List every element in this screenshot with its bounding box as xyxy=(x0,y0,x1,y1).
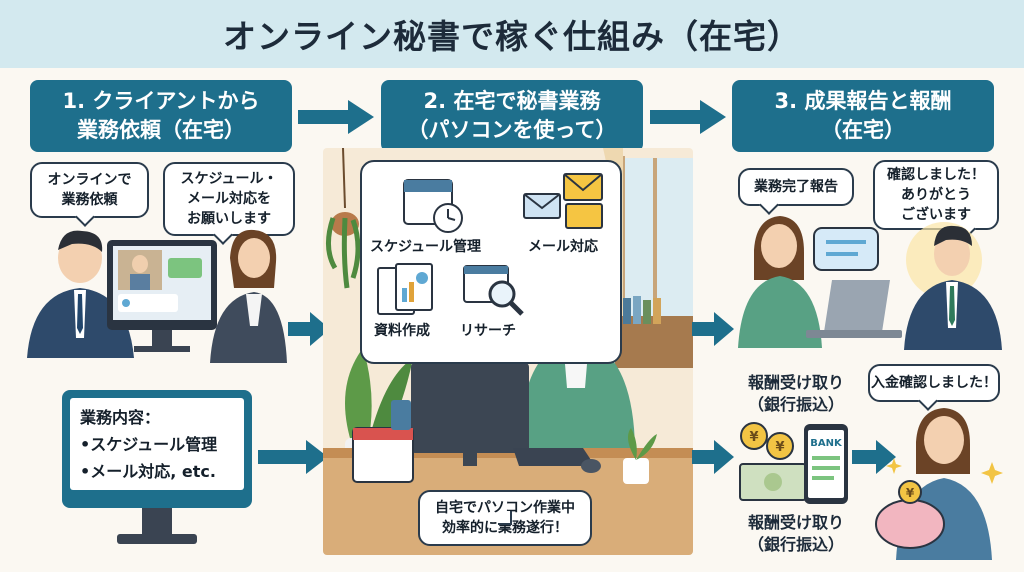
bubble-line: 業務完了報告 xyxy=(754,179,838,195)
yen-symbol: ¥ xyxy=(775,440,784,455)
bubble-line: 確認しました！ xyxy=(887,167,985,183)
step-2-header: 2. 在宅で秘書業務 （パソコンを使って） xyxy=(381,80,643,152)
payment-label-line: 報酬受け取り xyxy=(747,373,844,392)
bubble-line: お願いします xyxy=(187,211,271,227)
payment-label-bottom: 報酬受け取り （銀行振込） xyxy=(736,512,856,556)
bubble-line: ありがとう xyxy=(901,187,971,203)
monitor-stand-icon xyxy=(117,508,197,544)
bubble-line: 入金確認しました！ xyxy=(871,375,997,391)
document-chart-icon xyxy=(377,263,433,315)
payment-label-line: （銀行振込） xyxy=(747,395,844,414)
payment-label-top: 報酬受け取り （銀行振込） xyxy=(736,372,856,416)
bubble-line: オンラインで xyxy=(47,172,132,188)
step-1-header: 1. クライアントから 業務依頼（在宅） xyxy=(30,80,292,152)
magnifier-icon xyxy=(463,265,524,316)
arrow-right-icon xyxy=(258,440,328,474)
arrow-right-icon xyxy=(852,440,896,474)
task-label-schedule: スケジュール管理 xyxy=(370,239,482,255)
arrow-right-icon xyxy=(692,312,734,346)
tasks-bubble: スケジュール管理 メール対応 資料作成 リサーチ xyxy=(360,160,622,364)
page-title: オンライン秘書で稼ぐ仕組み（在宅） xyxy=(0,0,1024,68)
monitor-screen: 業務内容： •スケジュール管理 •メール対応, etc. xyxy=(70,398,244,490)
bubble-line: 自宅でパソコン作業中 xyxy=(435,500,575,516)
bubble-line: 業務依頼 xyxy=(61,192,118,208)
task-list-item: •メール対応, etc. xyxy=(80,462,216,481)
bubble-line: メール対応を xyxy=(187,191,271,207)
payment-label-line: （銀行振込） xyxy=(747,535,844,554)
arrow-right-icon xyxy=(298,100,374,134)
task-label-research: リサーチ xyxy=(460,323,516,339)
arrow-right-icon xyxy=(288,312,330,346)
report-illustration xyxy=(738,216,1002,350)
task-list-item: •スケジュール管理 xyxy=(80,435,218,454)
payment-confirm-bubble: 入金確認しました！ xyxy=(868,364,1000,402)
secretary-reply-bubble: スケジュール・ メール対応を お願いします xyxy=(163,162,295,236)
task-list-heading: 業務内容： xyxy=(80,408,161,427)
arrow-right-icon xyxy=(650,100,726,134)
money-icon: ¥ ¥ BANK xyxy=(739,422,848,504)
step-1-line2: 業務依頼（在宅） xyxy=(77,118,245,142)
task-list-monitor: 業務内容： •スケジュール管理 •メール対応, etc. xyxy=(62,390,252,508)
step-2-line2: （パソコンを使って） xyxy=(407,118,617,142)
arrow-right-icon xyxy=(692,440,734,474)
calendar-clock-icon xyxy=(403,179,463,233)
client-request-bubble: オンラインで 業務依頼 xyxy=(30,162,149,218)
step-1-line1: 1. クライアントから xyxy=(62,89,260,113)
bubble-line: 効率的に業務遂行！ xyxy=(442,520,568,536)
completion-report-bubble: 業務完了報告 xyxy=(738,168,854,206)
envelope-icon xyxy=(523,173,603,229)
task-label-docs: 資料作成 xyxy=(374,323,430,339)
yen-symbol: ¥ xyxy=(749,430,758,445)
bubble-line: ございます xyxy=(901,207,971,223)
yen-symbol: ¥ xyxy=(906,486,915,500)
piggy-bank-illustration: ¥ xyxy=(875,408,1003,560)
bubble-line: スケジュール・ xyxy=(180,171,278,187)
step-3-header: 3. 成果報告と報酬 （在宅） xyxy=(732,80,994,152)
payment-label-line: 報酬受け取り xyxy=(747,513,844,532)
video-call-illustration xyxy=(27,229,287,363)
step-3-line2: （在宅） xyxy=(821,118,905,142)
task-label-mail: メール対応 xyxy=(528,239,598,255)
step-2-line1: 2. 在宅で秘書業務 xyxy=(423,89,601,113)
step-3-line1: 3. 成果報告と報酬 xyxy=(774,89,952,113)
bank-text: BANK xyxy=(810,438,843,449)
working-at-home-bubble: 自宅でパソコン作業中 効率的に業務遂行！ xyxy=(418,490,592,546)
